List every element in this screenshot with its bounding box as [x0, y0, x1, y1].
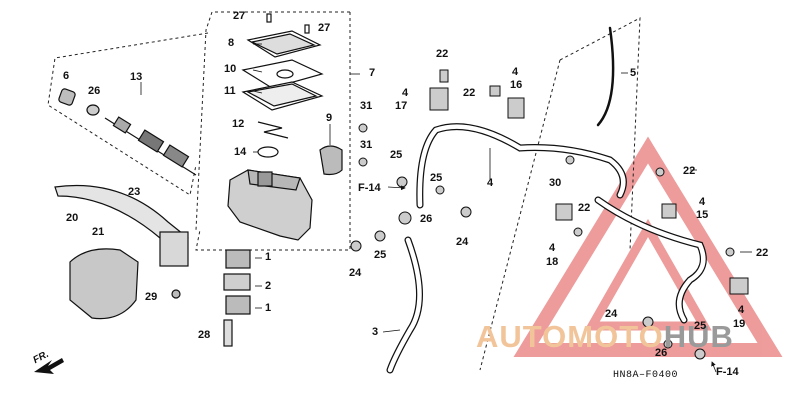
front-arrow	[34, 358, 64, 374]
callout-7: 7	[369, 67, 376, 79]
fasteners	[350, 69, 749, 360]
callout-24-a: 24	[456, 236, 469, 248]
callout-10: 10	[224, 63, 237, 75]
callout-4-d: 4	[549, 242, 556, 254]
callout-20: 20	[66, 212, 79, 224]
callout-22-e: 22	[756, 247, 769, 259]
callout-15: 15	[696, 209, 709, 221]
callout-12: 12	[232, 118, 245, 130]
callout-22-a: 22	[436, 48, 449, 60]
leader-lines	[140, 43, 752, 373]
callout-4-c: 4	[487, 177, 494, 189]
callout-29: 29	[145, 291, 158, 303]
callout-27-left: 27	[233, 10, 246, 22]
callout-13: 13	[130, 71, 143, 83]
callout-22-b: 22	[463, 87, 476, 99]
callout-22-d: 22	[683, 165, 696, 177]
callout-24-b: 24	[349, 267, 362, 279]
callout-30: 30	[549, 177, 562, 189]
callout-25-a: 25	[390, 149, 403, 161]
callout-3: 3	[372, 326, 379, 338]
callout-23: 23	[128, 186, 141, 198]
callout-21: 21	[92, 226, 105, 238]
callout-8: 8	[228, 37, 235, 49]
callout-16: 16	[510, 79, 523, 91]
figure-ref-f14-upper: F-14	[358, 182, 381, 194]
callout-9: 9	[326, 112, 333, 124]
piston-kit	[58, 88, 197, 176]
callout-26-mid: 26	[420, 213, 433, 225]
callout-26-lower: 26	[655, 347, 668, 359]
callout-28: 28	[198, 329, 211, 341]
callout-2: 2	[265, 280, 272, 292]
callout-25-c: 25	[374, 249, 387, 261]
callout-11: 11	[224, 85, 236, 97]
callout-5: 5	[630, 67, 637, 79]
callout-25-b: 25	[430, 172, 443, 184]
reservoir-parts	[241, 13, 324, 158]
callout-24-c: 24	[605, 308, 618, 320]
callout-19: 19	[733, 318, 746, 330]
group-borders	[47, 11, 641, 371]
master-cylinder-body	[227, 145, 343, 241]
callout-26-piston: 26	[88, 85, 101, 97]
watermark-text: AUTOMOTOHUB	[476, 319, 734, 354]
callout-4-b: 4	[512, 66, 519, 78]
callout-14: 14	[234, 146, 247, 158]
callout-22-c: 22	[578, 202, 591, 214]
callout-4-f: 4	[738, 304, 745, 316]
callout-4-a: 4	[402, 87, 409, 99]
diagram-code: HN8A–F0400	[613, 370, 679, 381]
callout-31-upper: 31	[360, 100, 373, 112]
callout-1-upper: 1	[265, 251, 272, 263]
callout-6: 6	[63, 70, 70, 82]
brake-hoses	[386, 26, 707, 374]
callout-1-lower: 1	[265, 302, 272, 314]
callout-17: 17	[395, 100, 408, 112]
callout-4-e: 4	[699, 196, 706, 208]
figure-ref-f14-lower: F-14	[716, 366, 739, 378]
callout-27-right: 27	[318, 22, 331, 34]
callout-31-lower: 31	[360, 139, 373, 151]
callout-25-d: 25	[694, 320, 707, 332]
callout-18: 18	[546, 256, 559, 268]
lever-and-cover	[54, 184, 251, 347]
